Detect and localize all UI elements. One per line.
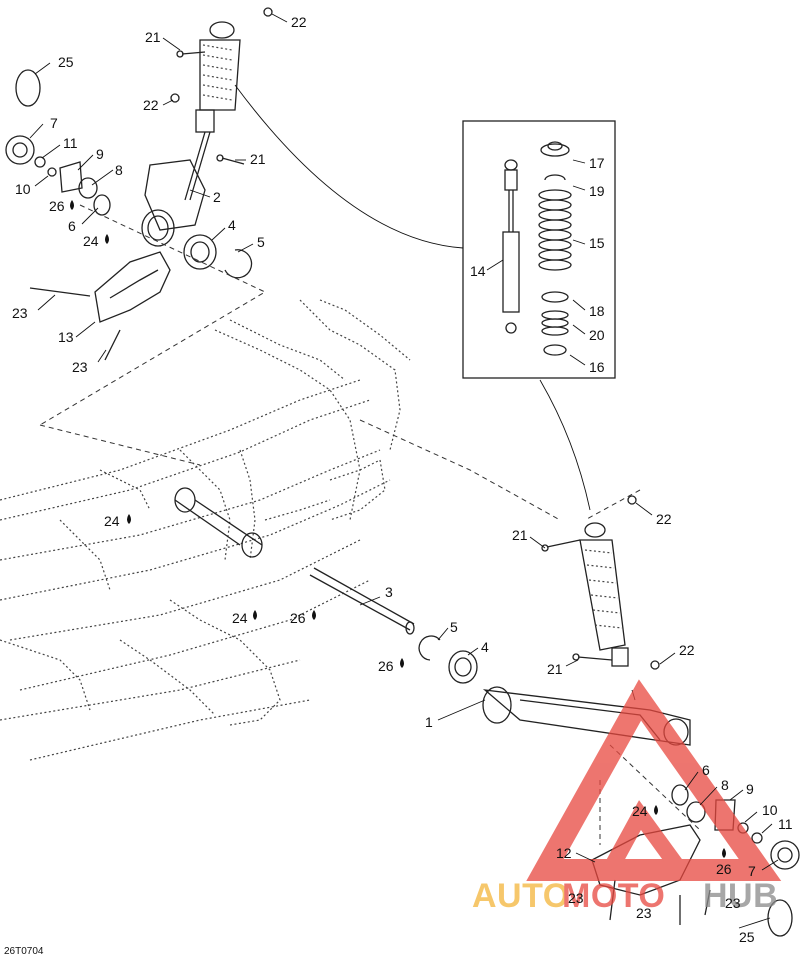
seat-18 <box>541 291 569 303</box>
oil-drop-icon <box>312 610 316 620</box>
callout-1: 1 <box>425 714 433 730</box>
callout-18: 18 <box>589 303 605 319</box>
callout-26: 26 <box>49 198 65 214</box>
callout-12: 12 <box>556 845 572 861</box>
oil-drop-icon <box>253 610 257 620</box>
callout-8-b: 8 <box>721 777 729 793</box>
callout-15: 15 <box>589 235 605 251</box>
callout-24-c: 24 <box>104 513 120 529</box>
oil-drop-icon <box>400 658 404 668</box>
watermark-brand-1: AUTO <box>472 877 570 915</box>
callout-5-b: 5 <box>450 619 458 635</box>
callout-3: 3 <box>385 584 393 600</box>
callout-17: 17 <box>589 155 605 171</box>
axle-3 <box>309 567 415 631</box>
callout-20: 20 <box>589 327 605 343</box>
shock-absorber-upper <box>184 21 241 201</box>
spring-15 <box>538 189 572 271</box>
callout-9-b: 9 <box>746 781 754 797</box>
callout-11-b: 11 <box>778 816 793 832</box>
lubrication-icons <box>70 200 726 858</box>
callout-23-c: 23 <box>568 890 584 906</box>
bracket-2 <box>144 159 206 231</box>
callout-21: 21 <box>145 29 161 45</box>
oil-drop-icon <box>105 234 109 244</box>
bolt-21-upper <box>181 51 206 55</box>
retainer-19 <box>544 174 566 181</box>
bearing-4-lower <box>448 650 478 684</box>
nut-22-upper <box>263 7 273 17</box>
cap-7-lower <box>770 840 800 870</box>
inset-box <box>462 120 616 379</box>
callout-8: 8 <box>115 162 123 178</box>
callout-leaders <box>29 13 779 929</box>
guard-13 <box>94 251 171 323</box>
callout-9: 9 <box>96 146 104 162</box>
callout-4: 4 <box>228 217 236 233</box>
spring-cap-17 <box>540 143 570 157</box>
callout-2: 2 <box>213 189 221 205</box>
callout-labels: 25 7 11 9 10 8 26 6 24 2 4 5 23 13 23 21… <box>4 14 793 957</box>
callout-26-d: 26 <box>716 861 732 877</box>
callout-11: 11 <box>63 135 78 151</box>
watermark-brand-2: MOTO <box>562 877 665 915</box>
callout-13: 13 <box>58 329 74 345</box>
callout-26-b: 26 <box>290 610 306 626</box>
callout-19: 19 <box>589 183 605 199</box>
circlip-5-upper <box>224 249 253 279</box>
bearing-4-upper <box>183 234 217 270</box>
callout-24: 24 <box>83 233 99 249</box>
diagram-code: 26T0704 <box>4 946 44 957</box>
callout-14: 14 <box>470 263 486 279</box>
callout-23-b: 23 <box>72 359 88 375</box>
collar-16 <box>543 344 567 356</box>
callout-10: 10 <box>15 181 31 197</box>
callout-5: 5 <box>257 234 265 250</box>
callout-24-d: 24 <box>232 610 248 626</box>
callout-16: 16 <box>589 359 605 375</box>
upper-left-assembly <box>5 7 273 466</box>
callout-22-d: 22 <box>679 642 695 658</box>
chassis-frame <box>0 299 411 761</box>
callout-23: 23 <box>12 305 28 321</box>
callout-22: 22 <box>291 14 307 30</box>
ring-25-lower <box>767 899 793 937</box>
callout-22-b: 22 <box>143 97 159 113</box>
callout-26-c: 26 <box>378 658 394 674</box>
callout-10-b: 10 <box>762 802 778 818</box>
callout-22-c: 22 <box>656 511 672 527</box>
cap-7-upper <box>5 135 35 165</box>
oil-drop-icon <box>70 200 74 210</box>
callout-25: 25 <box>58 54 74 70</box>
callout-21-c: 21 <box>512 527 528 543</box>
flange-9-upper <box>59 161 83 193</box>
callout-21-b: 21 <box>250 151 266 167</box>
callout-7: 7 <box>50 115 58 131</box>
watermark-brand-3: HUB <box>703 877 778 915</box>
callout-6: 6 <box>68 218 76 234</box>
callout-24-e: 24 <box>632 803 648 819</box>
callout-21-d: 21 <box>547 661 563 677</box>
callout-23-e: 23 <box>725 895 741 911</box>
oil-drop-icon <box>722 848 726 858</box>
shock-absorber-lower <box>579 522 629 667</box>
callout-6-b: 6 <box>702 762 710 778</box>
automotohub-watermark: AUTO MOTO HUB <box>472 679 782 915</box>
ring-25-upper <box>15 69 41 107</box>
callout-25-b: 25 <box>739 929 755 945</box>
callout-4-b: 4 <box>481 639 489 655</box>
shock-exploded-inset <box>234 84 616 511</box>
circlip-5-lower <box>418 635 441 661</box>
callout-7-b: 7 <box>748 863 756 879</box>
oil-drop-icon <box>654 805 658 815</box>
damper-body-14 <box>502 231 520 313</box>
callout-23-d: 23 <box>636 905 652 921</box>
oil-drop-icon <box>127 514 131 524</box>
spring-20 <box>541 310 569 336</box>
